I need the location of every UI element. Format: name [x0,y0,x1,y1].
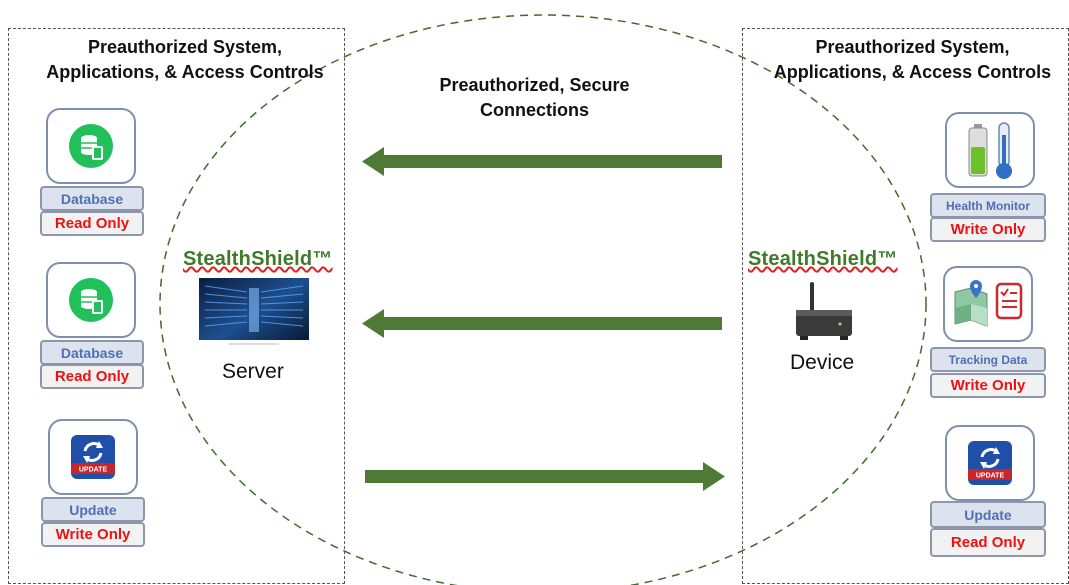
left-item-2-tile [46,262,136,338]
left-panel [8,28,345,584]
server-label: Server [222,360,284,383]
right-item-1-permission: Write Only [930,217,1046,242]
database-icon [69,124,113,168]
server-brand: StealthShield™ [183,248,333,270]
left-item-2-permission: Read Only [40,364,144,389]
arrow-to-server-1 [362,147,722,176]
right-item-1-label: Health Monitor [930,193,1046,218]
right-item-3-label: Update [930,501,1046,528]
left-item-3-label: Update [41,497,145,522]
right-item-2-tile [943,266,1033,342]
right-item-3-permission: Read Only [930,528,1046,557]
tracking-data-icon [954,280,1023,327]
arrow-to-device [365,462,725,491]
update-icon: UPDATE [71,435,115,479]
left-item-1-permission: Read Only [40,211,144,236]
device-label: Device [790,351,855,374]
svg-text:UPDATE: UPDATE [79,467,108,474]
left-panel-title: Preauthorized System, Applications, & Ac… [46,37,324,82]
right-item-2-label: Tracking Data [930,347,1046,372]
right-panel-title: Preauthorized System, Applications, & Ac… [773,37,1052,82]
arrow-to-server-2 [362,309,722,338]
right-item-3-tile: UPDATE [945,425,1035,501]
update-icon: UPDATE [968,441,1012,485]
right-item-1-tile [945,112,1035,188]
connections-title: Preauthorized, Secure Connections [439,75,630,120]
right-item-2-permission: Write Only [930,373,1046,398]
router-device-icon [796,282,852,340]
database-icon [69,278,113,322]
health-monitor-icon [968,122,1012,179]
left-item-2-label: Database [40,340,144,365]
server-rack-image [199,278,309,350]
device-brand: StealthShield™ [748,248,898,270]
left-item-3-permission: Write Only [41,522,145,547]
svg-text:UPDATE: UPDATE [976,473,1005,480]
left-item-3-tile: UPDATE [48,419,138,495]
left-item-1-label: Database [40,186,144,211]
left-item-1-tile [46,108,136,184]
